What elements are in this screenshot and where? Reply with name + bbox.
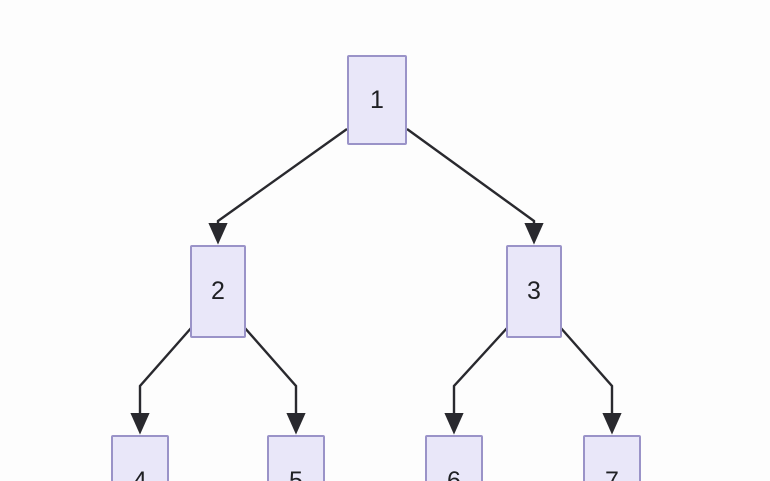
tree-node-label: 7 [604,467,620,481]
tree-node-1[interactable]: 1 [347,55,407,145]
edge-3-to-6 [444,326,509,435]
tree-node-7[interactable]: 7 [583,435,641,481]
tree-node-label: 3 [526,277,542,305]
tree-node-6[interactable]: 6 [425,435,483,481]
tree-node-label: 5 [288,467,304,481]
edge-2-to-4 [130,326,193,435]
edge-3-to-7 [559,326,622,435]
tree-node-4[interactable]: 4 [111,435,169,481]
tree-node-3[interactable]: 3 [506,245,562,338]
tree-node-label: 6 [446,467,462,481]
edge-2-to-5 [243,326,306,435]
tree-node-label: 4 [132,467,148,481]
tree-node-label: 1 [369,85,385,114]
tree-node-2[interactable]: 2 [190,245,246,338]
tree-node-5[interactable]: 5 [267,435,325,481]
tree-node-label: 2 [210,277,226,305]
edge-1-to-2 [208,128,348,245]
edge-1-to-3 [406,128,544,245]
